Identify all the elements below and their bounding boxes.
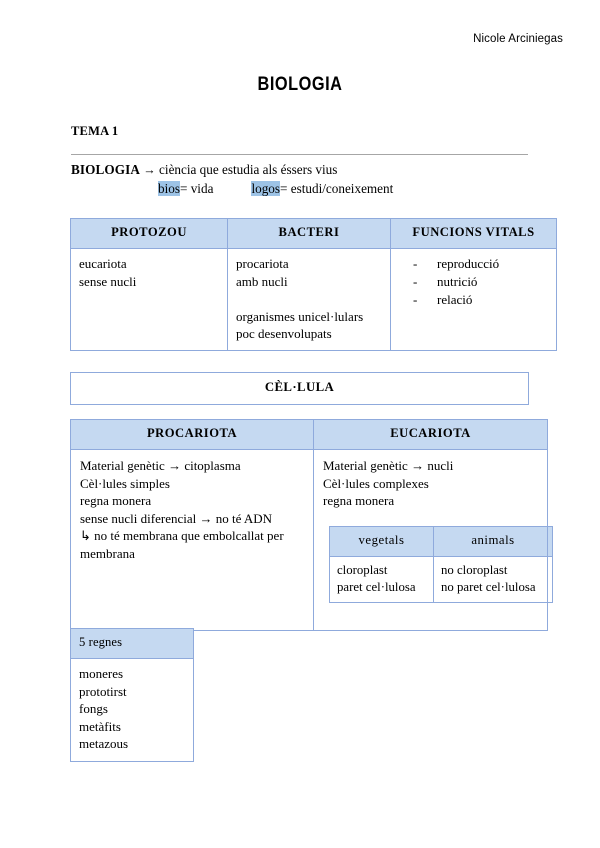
list-item: poc desenvolupats [236,326,332,341]
list-item: regna monera [323,493,395,508]
cell-vegetals: cloroplast paret cel·lulosa [329,555,434,603]
table-5-regnes: 5 regnes moneres prototirst fongs metàfi… [70,628,194,762]
list-item: ↳ no té membrana que embolcallat per mem… [80,528,284,561]
root-word-logos: logos [251,180,281,196]
root-word-bios: bios [158,180,180,196]
list-item: no paret cel·lulosa [441,579,536,594]
definition-block: BIOLOGIA → ciència que estudia als ésser… [71,161,531,198]
list-item: procariota [236,256,289,271]
list-item: sense nucli [79,273,137,289]
list-item-label: relació [437,292,473,307]
table-vegetals-animals: vegetals animals cloroplast paret cel·lu… [329,525,553,603]
table-row: moneres prototirst fongs metàfits metazo… [70,658,194,762]
cell-funcions-vitals: - reproducció - nutrició - relació [390,248,557,351]
list-item: Material genètic → citoplasma [80,458,241,473]
arrow-icon: → [143,163,156,177]
root-gloss-logos: = estudi/coneixement [280,180,394,196]
definition-term: BIOLOGIA [71,162,140,177]
table-row: eucariota sense nucli procariota amb nuc… [70,248,557,351]
table-row: cloroplast paret cel·lulosa no cloroplas… [329,555,553,603]
table-header-row: PROTOZOU BACTERI FUNCIONS VITALS [70,218,557,249]
list-item: - relació [399,291,548,309]
column-header-animals: animals [433,525,553,557]
section-label: TEMA 1 [71,124,119,138]
column-header-funcions-vitals: FUNCIONS VITALS [390,218,557,249]
horizontal-rule [71,154,528,155]
list-item: eucariota [79,256,127,271]
list-item: organismes unicel·lulars [236,308,364,324]
column-header-procariota: PROCARIOTA [70,419,314,450]
banner-cellula: CÈL·LULA [70,372,529,405]
dash-bullet-icon: - [413,256,418,271]
list-item: metàfits [79,718,121,734]
list-item: regna monera [80,493,152,508]
list-item: Cèl·lules simples [80,475,170,491]
table-header-row: vegetals animals [329,525,553,557]
dash-bullet-icon: - [413,292,418,307]
list-item: - reproducció [399,255,548,273]
table-header-row: PROCARIOTA EUCARIOTA [70,419,548,450]
cell-protozou: eucariota sense nucli [70,248,228,351]
root-gloss-bios: = vida [179,180,214,196]
dash-bullet-icon: - [413,274,418,289]
list-item: Cèl·lules complexes [323,475,429,491]
list-item: cloroplast [337,562,388,577]
column-header-5-regnes: 5 regnes [70,628,194,659]
cell-eucariota: Material genètic → nucli Cèl·lules compl… [313,449,553,631]
list-item-blank [236,290,382,308]
document-title: BIOLOGIA [257,74,343,95]
list-item: metazous [79,736,129,751]
column-header-bacteri: BACTERI [227,218,391,249]
table-row: Material genètic → citoplasma Cèl·lules … [70,449,553,631]
list-item: fongs [79,701,108,716]
column-header-protozou: PROTOZOU [70,218,228,249]
list-item: - nutrició [399,273,548,291]
definition-meaning: ciència que estudia als éssers vius [159,162,338,177]
table-procariota-eucariota: PROCARIOTA EUCARIOTA Material genètic → … [70,419,553,631]
definition-main-line: BIOLOGIA → ciència que estudia als ésser… [71,161,531,180]
banner-cellula-label: CÈL·LULA [70,372,529,405]
list-item: prototirst [79,683,127,699]
table-row: CÈL·LULA [70,372,529,405]
list-item: sense nucli diferencial → no té ADN [80,510,273,526]
cell-bacteri: procariota amb nucli organismes unicel·l… [227,248,391,351]
page-header-author: Nicole Arciniegas [473,33,563,45]
list-item: paret cel·lulosa [337,579,416,594]
definition-roots-line: bios= vida logos= estudi/coneixement [71,180,531,199]
column-header-vegetals: vegetals [329,525,434,557]
table-protozou-bacteri: PROTOZOU BACTERI FUNCIONS VITALS eucario… [70,218,557,351]
list-item: Material genètic → nucli [323,458,454,473]
cell-procariota: Material genètic → citoplasma Cèl·lules … [70,449,314,631]
list-item: no cloroplast [441,562,508,577]
table-header-row: 5 regnes [70,628,194,659]
column-header-eucariota: EUCARIOTA [313,419,548,450]
list-item: amb nucli [236,273,288,289]
list-item-label: reproducció [437,256,500,271]
list-item: moneres [79,666,124,681]
list-item-label: nutrició [437,274,478,289]
funcions-vitals-list: - reproducció - nutrició - relació [399,255,548,309]
cell-regnes-list: moneres prototirst fongs metàfits metazo… [70,658,194,762]
cell-animals: no cloroplast no paret cel·lulosa [433,555,553,603]
